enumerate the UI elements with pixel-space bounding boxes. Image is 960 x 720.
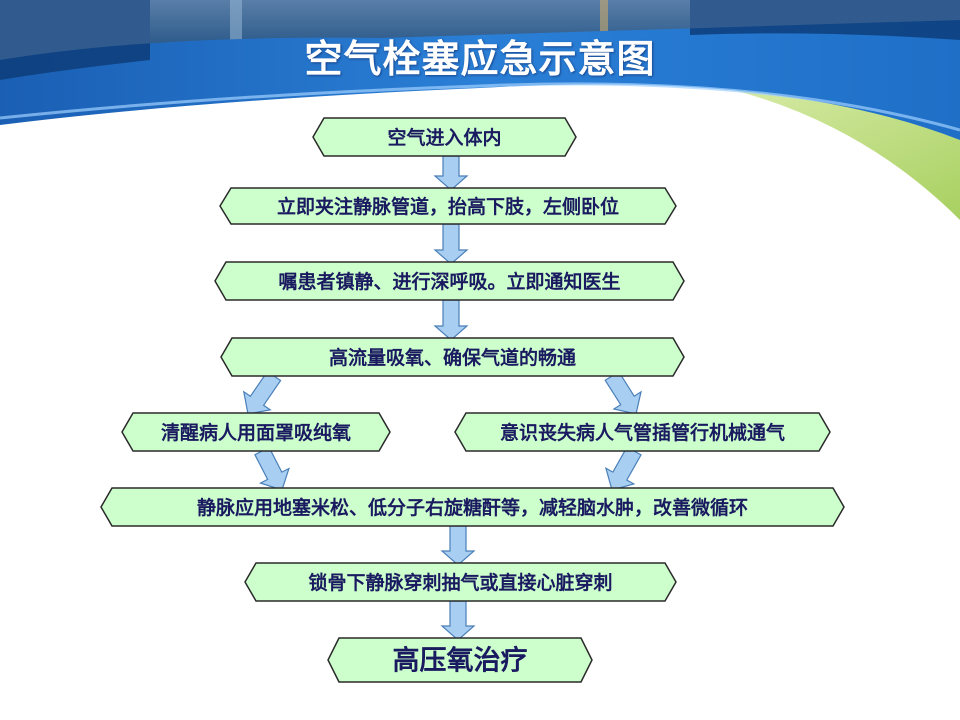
flow-step-label: 高流量吸氧、确保气道的畅通: [329, 346, 577, 369]
arrow-s5a-s6: [254, 446, 290, 491]
flow-step-box: [327, 637, 593, 683]
flow-step-label: 高压氧治疗: [393, 645, 528, 677]
flow-step-box: [219, 187, 677, 225]
flow-step-s5a: 清醒病人用面罩吸纯氧: [121, 412, 391, 452]
flow-step-box: [312, 117, 577, 157]
flow-step-label: 空气进入体内: [387, 126, 501, 149]
flow-step-label: 立即夹注静脉管道，抬高下肢，左侧卧位: [277, 195, 619, 218]
flow-step-box: [214, 261, 685, 301]
flow-step-label: 嘱患者镇静、进行深呼吸。立即通知医生: [278, 270, 620, 293]
flow-step-label: 清醒病人用面罩吸纯氧: [161, 421, 351, 444]
flow-step-label: 静脉应用地塞米松、低分子右旋糖酐等，减轻脑水肿，改善微循环: [197, 496, 748, 519]
arrow-s5b-s6: [604, 446, 642, 491]
flow-step-s8: 高压氧治疗: [327, 637, 593, 683]
flow-step-box: [454, 412, 831, 452]
arrow-s2-s3: [433, 223, 469, 265]
flow-step-s4: 高流量吸氧、确保气道的畅通: [220, 337, 685, 377]
flow-step-s1: 空气进入体内: [312, 117, 577, 157]
flow-step-s6: 静脉应用地塞米松、低分子右旋糖酐等，减轻脑水肿，改善微循环: [100, 487, 845, 527]
slide-title: 空气栓塞应急示意图: [304, 37, 656, 81]
arrow-s1-s2: [433, 155, 469, 191]
flow-step-s2: 立即夹注静脉管道，抬高下肢，左侧卧位: [219, 187, 677, 225]
arrow-s4-s5b: [604, 370, 642, 415]
flow-step-box: [121, 412, 391, 452]
arrow-s3-s4: [433, 299, 469, 341]
flow-step-box: [220, 337, 685, 377]
flow-step-label: 锁骨下静脉穿刺抽气或直接心脏穿刺: [308, 571, 612, 594]
flow-step-s3: 嘱患者镇静、进行深呼吸。立即通知医生: [214, 261, 685, 301]
flow-step-box: [244, 562, 677, 602]
flow-step-s5b: 意识丧失病人气管插管行机械通气: [454, 412, 831, 452]
arrow-s4-s5a: [242, 370, 282, 415]
flow-step-box: [100, 487, 845, 527]
flow-step-s7: 锁骨下静脉穿刺抽气或直接心脏穿刺: [244, 562, 677, 602]
arrow-s6-s7: [440, 525, 476, 566]
header-background: [0, 0, 960, 220]
arrow-s7-s8: [440, 600, 476, 641]
flow-step-label: 意识丧失病人气管插管行机械通气: [500, 421, 785, 444]
